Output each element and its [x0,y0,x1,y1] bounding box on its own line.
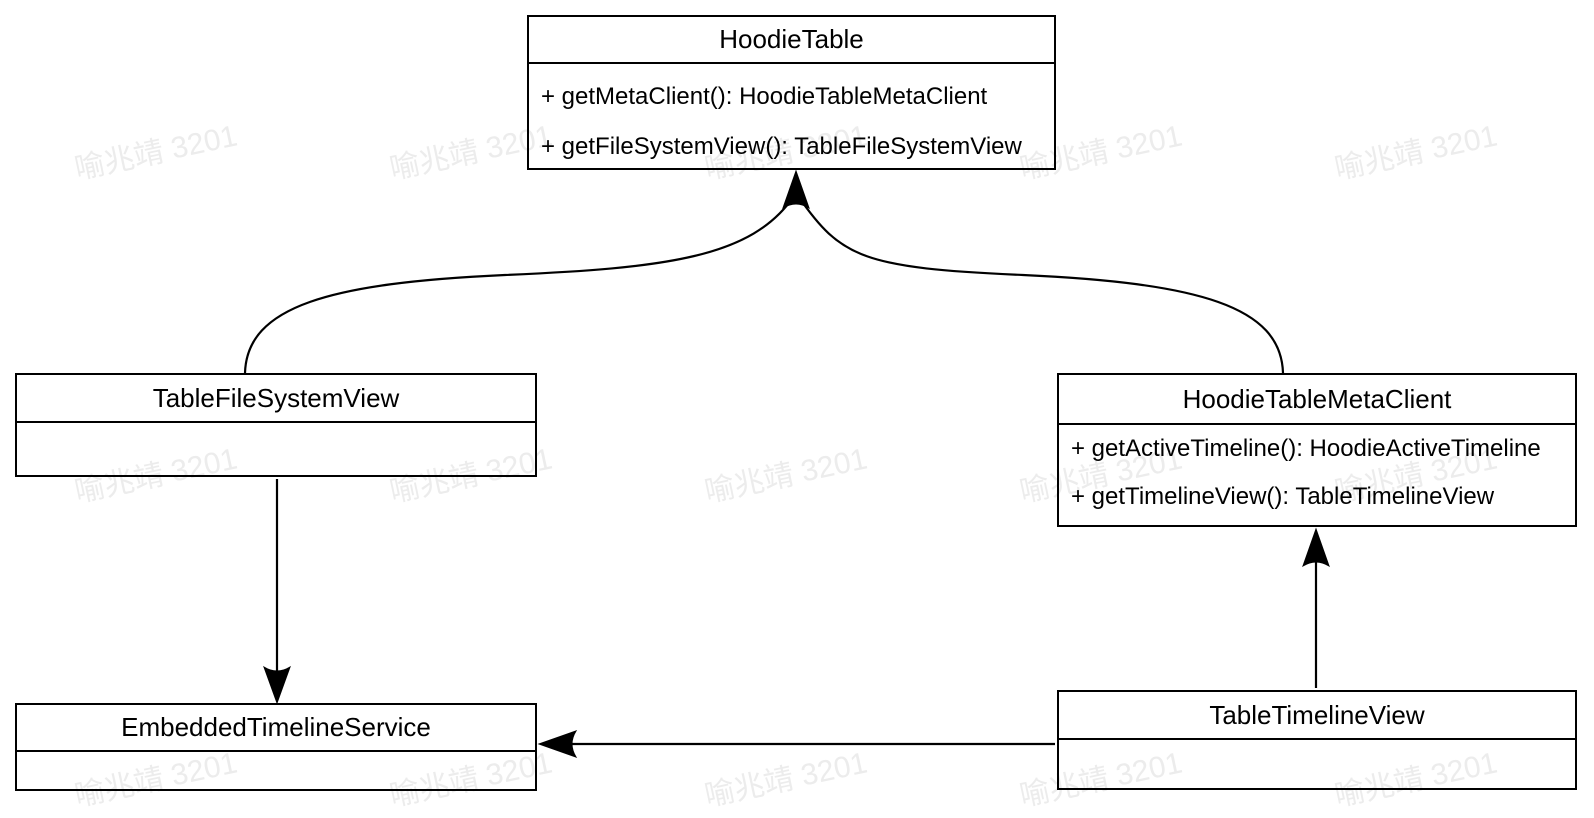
class-hoodie-table: HoodieTable + getMetaClient(): HoodieTab… [527,15,1056,170]
class-title: HoodieTable [529,17,1054,64]
class-hoodie-table-meta-client: HoodieTableMetaClient + getActiveTimelin… [1057,373,1577,527]
method-get-file-system-view: + getFileSystemView(): TableFileSystemVi… [541,133,1022,160]
watermark-text: 喻兆靖 3201 [1331,119,1501,187]
class-table-file-system-view: TableFileSystemView [15,373,537,477]
class-title: TableTimelineView [1059,692,1575,740]
class-title: EmbeddedTimelineService [17,705,535,752]
class-title: HoodieTableMetaClient [1059,375,1575,425]
class-methods: + getMetaClient(): HoodieTableMetaClient… [529,64,1054,172]
class-table-timeline-view: TableTimelineView [1057,690,1577,790]
watermark-text: 喻兆靖 3201 [701,746,871,814]
class-embedded-timeline-service: EmbeddedTimelineService [15,703,537,791]
class-title: TableFileSystemView [17,375,535,423]
class-methods: + getActiveTimeline(): HoodieActiveTimel… [1059,425,1575,521]
watermark-text: 喻兆靖 3201 [71,119,241,187]
method-get-active-timeline: + getActiveTimeline(): HoodieActiveTimel… [1071,435,1541,462]
method-get-meta-client: + getMetaClient(): HoodieTableMetaClient [541,83,988,110]
watermark-text: 喻兆靖 3201 [701,442,871,510]
method-get-timeline-view: + getTimelineView(): TableTimelineView [1071,483,1495,510]
